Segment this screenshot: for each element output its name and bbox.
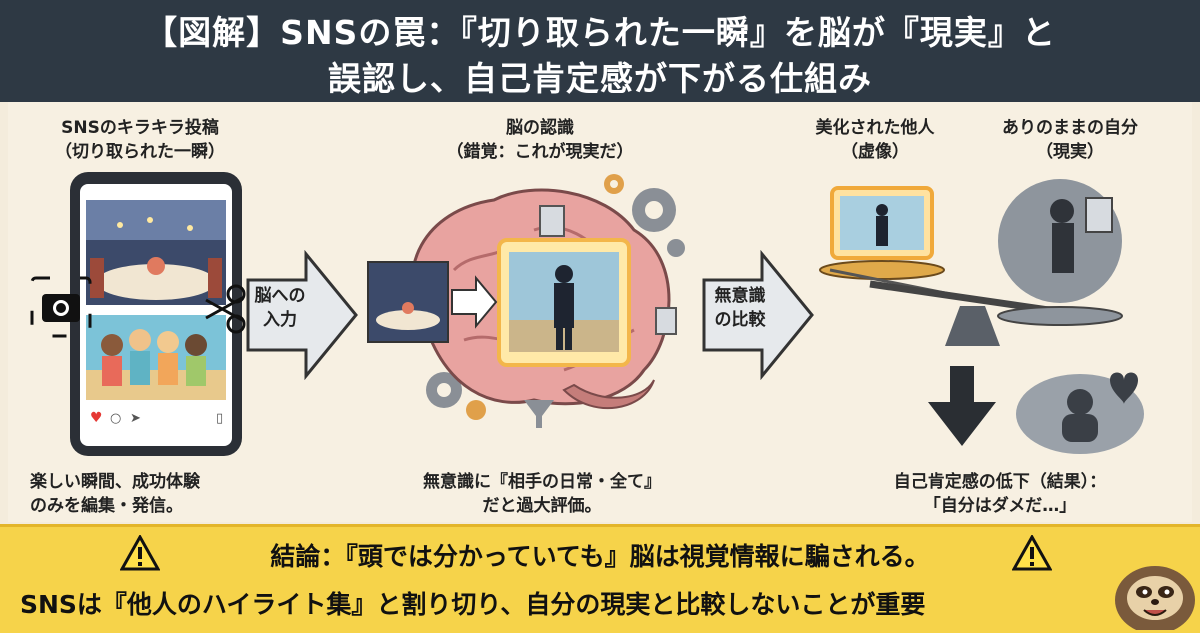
conclusion-banner: 結論：『頭では分かっていても』脳は視覚情報に騙される。 SNSは『他人のハイライ… <box>0 524 1200 633</box>
comparison-arrow <box>702 250 814 380</box>
sns-post-note-line2: のみを編集・発信。 <box>30 496 183 516</box>
brain-note-line2: だと過大評価。 <box>482 496 602 516</box>
brain-title: 脳の認識 （錯覚：これが現実だ） <box>440 116 640 164</box>
svg-text:➤: ➤ <box>130 411 141 426</box>
sns-post-title-line2: （切り取られた一瞬） <box>55 142 225 162</box>
sloth-mascot-icon <box>1115 566 1195 630</box>
arrow1-label-line1: 脳への <box>254 286 306 306</box>
sns-post-note-line1: 楽しい瞬間、成功体験 <box>30 472 200 492</box>
self-label-line1: ありのままの自分 <box>1002 118 1138 138</box>
others-label: 美化された他人 （虚像） <box>790 116 960 164</box>
sns-post-title-line1: SNSのキラキラ投稿 <box>61 118 219 138</box>
brain-title-line1: 脳の認識 <box>506 118 574 138</box>
sns-post-title: SNSのキラキラ投稿 （切り取られた一瞬） <box>40 116 240 164</box>
conclusion-line1: 結論：『頭では分かっていても』脳は視覚情報に騙される。 <box>270 542 930 571</box>
brain-note: 無意識に『相手の日常・全て』 だと過大評価。 <box>392 470 692 518</box>
result-note-line1: 自己肯定感の低下（結果）： <box>893 472 1107 492</box>
brain-title-line2: （錯覚：これが現実だ） <box>446 142 634 162</box>
others-label-line1: 美化された他人 <box>815 118 935 138</box>
warning-icon <box>120 535 160 571</box>
others-label-line2: （虚像） <box>841 142 909 162</box>
arrow2-label: 無意識 の比較 <box>702 284 778 332</box>
result-note-line2: 「自分はダメだ…」 <box>923 496 1077 516</box>
header-title-line2: 誤認し、自己肯定感が下がる仕組み <box>328 59 872 98</box>
arrow1-label: 脳への 入力 <box>248 284 312 332</box>
self-label: ありのままの自分 （現実） <box>975 116 1165 164</box>
sns-post-note: 楽しい瞬間、成功体験 のみを編集・発信。 <box>30 470 290 518</box>
warning-icon <box>1012 535 1052 571</box>
svg-text:♥: ♥ <box>90 410 103 426</box>
self-label-line2: （現実） <box>1036 142 1104 162</box>
arrow2-label-line2: の比較 <box>714 310 766 330</box>
header-banner: 【図解】SNSの罠：『切り取られた一瞬』を脳が『現実』と 誤認し、自己肯定感が下… <box>0 0 1200 102</box>
conclusion-line2: SNSは『他人のハイライト集』と割り切り、自分の現実と比較しないことが重要 <box>20 590 926 619</box>
arrow1-label-line2: 入力 <box>263 310 297 330</box>
svg-text:▯: ▯ <box>216 411 223 426</box>
brain-illustration <box>367 174 685 428</box>
arrow2-label-line1: 無意識 <box>714 286 766 306</box>
comparison-scale-illustration <box>819 179 1144 454</box>
brain-note-line1: 無意識に『相手の日常・全て』 <box>423 472 661 492</box>
brain-input-arrow <box>246 250 358 380</box>
svg-text:○: ○ <box>110 411 121 426</box>
result-note: 自己肯定感の低下（結果）： 「自分はダメだ…」 <box>840 470 1160 518</box>
smartphone-illustration: ♥ ○ ➤ ▯ <box>30 172 246 456</box>
header-title-line1: 【図解】SNSの罠：『切り取られた一瞬』を脳が『現実』と <box>144 13 1056 52</box>
